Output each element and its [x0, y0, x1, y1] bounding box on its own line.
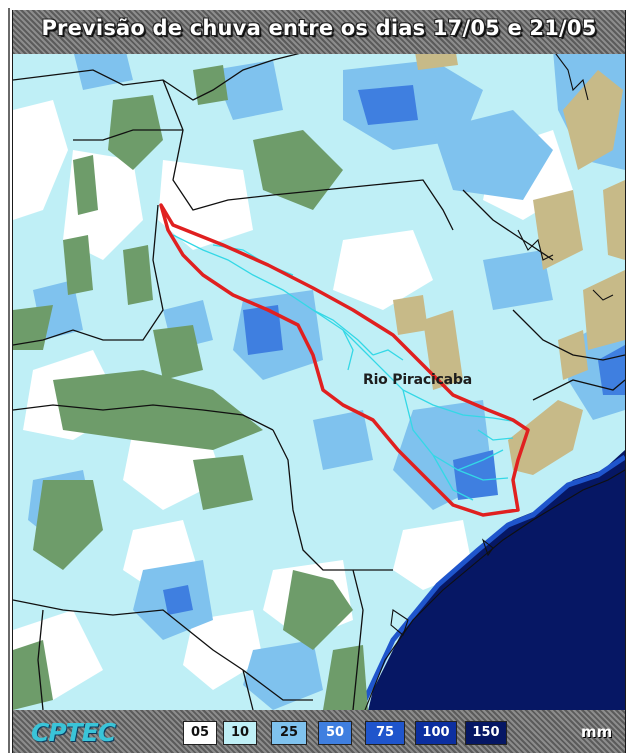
coastline [357, 49, 625, 753]
river-label: Rio Piracicaba [363, 372, 472, 388]
legend-swatch-10: 10 [223, 721, 257, 745]
map-title: Previsão de chuva entre os dias 17/05 e … [41, 16, 597, 40]
legend-swatch-05: 05 [183, 721, 217, 745]
legend-swatch-75: 75 [365, 721, 405, 745]
terrain-green-patches [13, 65, 368, 730]
political-borders [13, 39, 625, 753]
legend-swatch-150: 150 [465, 721, 507, 745]
basin-outline [159, 203, 530, 517]
ocean-heavy-rain [358, 450, 625, 753]
legend-unit: mm [581, 723, 613, 741]
legend-swatch-100: 100 [415, 721, 457, 745]
terrain-tan-patches [393, 35, 625, 475]
left-edge-line [8, 8, 10, 753]
legend-swatch-50: 50 [318, 721, 352, 745]
rain-forecast-map [13, 10, 625, 753]
ocean-edge [350, 454, 625, 753]
legend-swatch-25: 25 [271, 721, 307, 745]
left-margin [0, 0, 10, 755]
title-bar: Previsão de chuva entre os dias 17/05 e … [13, 10, 625, 54]
forecast-map-frame: Previsão de chuva entre os dias 17/05 e … [12, 10, 626, 753]
cptec-logo: CPTEC [31, 718, 116, 747]
